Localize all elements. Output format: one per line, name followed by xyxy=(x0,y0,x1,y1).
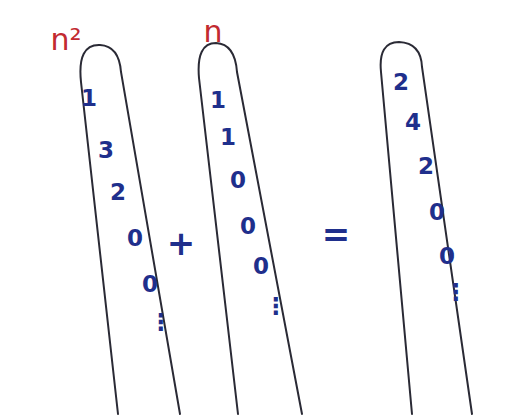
sequence-term: 3 xyxy=(98,139,114,162)
sequence-term: ⋮ xyxy=(265,295,288,318)
sequence-term: ⋮ xyxy=(150,311,173,334)
finger-outline xyxy=(360,20,485,420)
sequence-term: 1 xyxy=(210,89,226,112)
sequence-term: 0 xyxy=(429,201,445,224)
sequence-column: 2 4 2 0 0 ⋮ xyxy=(360,20,485,420)
sequence-term: 2 xyxy=(393,71,409,94)
plus-sign: + xyxy=(167,226,196,260)
sequence-term: 2 xyxy=(110,181,126,204)
sequence-term: 1 xyxy=(81,87,97,110)
sequence-term: 0 xyxy=(142,273,158,296)
sequence-term: 0 xyxy=(240,215,256,238)
sequence-column: n 1 1 0 0 0 ⋮ xyxy=(190,8,310,420)
sequence-term: ⋮ xyxy=(445,281,468,304)
sequence-column: n²13200⋮ xyxy=(40,8,190,420)
sequence-term: 0 xyxy=(230,169,246,192)
sequence-term: 4 xyxy=(405,111,421,134)
sequence-name: n xyxy=(203,17,222,47)
sequence-term: 1 xyxy=(220,126,236,149)
equals-sign: = xyxy=(322,217,351,251)
finger-outline xyxy=(40,8,190,420)
sequence-name: n² xyxy=(50,25,81,55)
sequence-term: 0 xyxy=(127,227,143,250)
sequence-term: 2 xyxy=(418,155,434,178)
sequence-term: 0 xyxy=(253,255,269,278)
sequence-term: 0 xyxy=(439,245,455,268)
